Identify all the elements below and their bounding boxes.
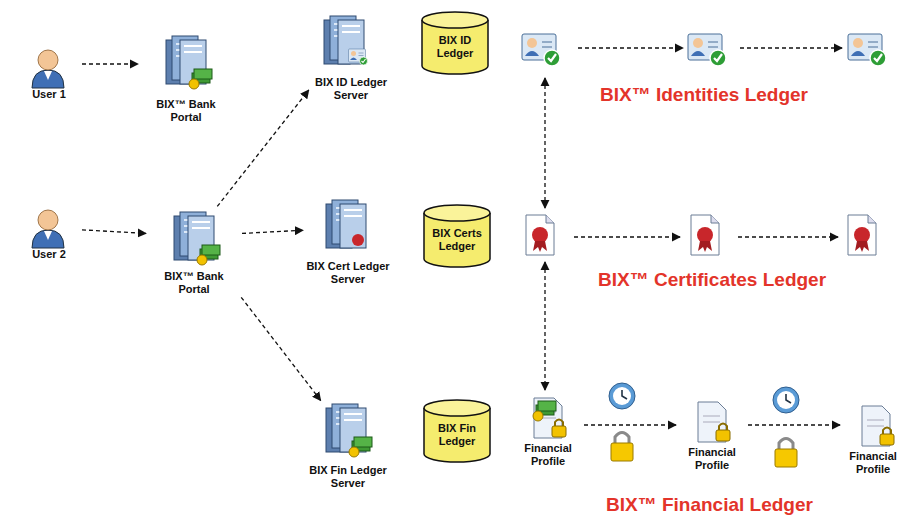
icon-node: Financial Profile — [514, 396, 582, 468]
node-label: BIX ID Ledger Server — [310, 76, 392, 102]
icon-node: BIX Cert Ledger Server — [305, 198, 391, 286]
icon-node: Financial Profile — [678, 400, 746, 472]
dashed-connector — [242, 230, 303, 233]
node-label: BIX ID Ledger — [424, 34, 486, 60]
ledger-cylinder: BIX Certs Ledger — [422, 203, 492, 269]
node-label: BIX Fin Ledger Server — [305, 464, 391, 490]
ledger-cylinder: BIX Fin Ledger — [422, 398, 492, 464]
node-label: User 1 — [18, 88, 80, 101]
node-label: BIX™ Bank Portal — [148, 270, 240, 296]
node-label: Financial Profile — [678, 446, 746, 472]
icon-node: User 2 — [18, 198, 80, 261]
icon-node: BIX Fin Ledger Server — [305, 402, 391, 490]
dashed-connector — [217, 90, 309, 206]
dashed-connector — [584, 424, 676, 425]
ledger-heading: BIX™ Financial Ledger — [606, 494, 813, 516]
dashed-connector — [82, 63, 138, 64]
node-label: BIX Certs Ledger — [426, 227, 488, 253]
node-label: BIX Fin Ledger — [426, 422, 488, 448]
ledger-heading: BIX™ Identities Ledger — [600, 84, 808, 106]
dashed-connector — [241, 297, 320, 400]
node-label: Financial Profile — [514, 442, 582, 468]
node-label: BIX Cert Ledger Server — [305, 260, 391, 286]
icon-node: BIX™ Bank Portal — [148, 208, 240, 296]
dashed-connector — [82, 230, 146, 234]
icon-node: User 1 — [18, 40, 80, 101]
ledger-cylinder: BIX ID Ledger — [420, 10, 490, 76]
icon-node: BIX ID Ledger Server — [310, 14, 392, 102]
icon-node: Financial Profile — [842, 404, 904, 476]
dashed-connector — [748, 424, 840, 425]
node-label: BIX™ Bank Portal — [140, 98, 232, 124]
icon-node: BIX™ Bank Portal — [140, 32, 232, 124]
node-label: Financial Profile — [842, 450, 904, 476]
node-label: User 2 — [18, 248, 80, 261]
ledger-heading: BIX™ Certificates Ledger — [598, 269, 826, 291]
